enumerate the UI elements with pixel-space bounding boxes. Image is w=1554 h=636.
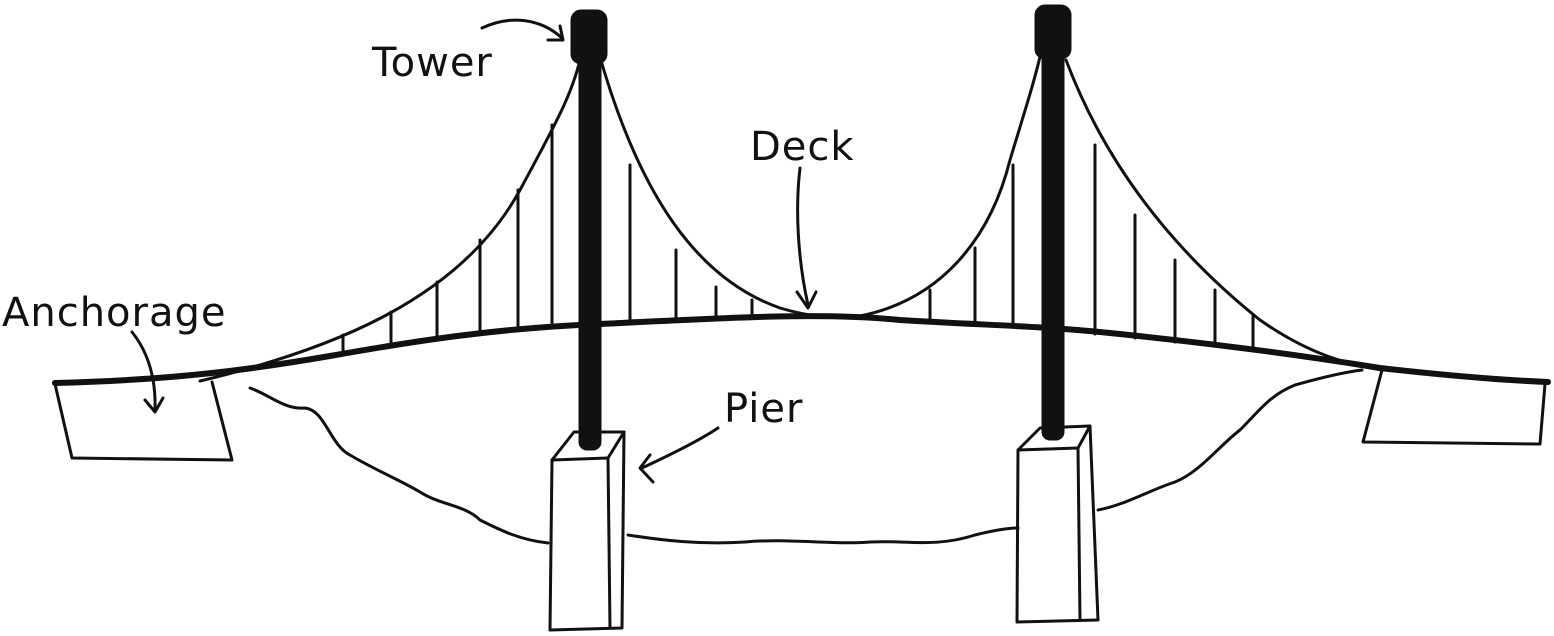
right-tower-shaft bbox=[1041, 51, 1065, 441]
label-tower: Tower bbox=[371, 40, 493, 86]
anchorage-arrow bbox=[130, 330, 157, 412]
right-anchorage-block bbox=[1361, 368, 1547, 446]
left-tower-cap bbox=[570, 9, 608, 65]
left-span-cable-outer bbox=[198, 48, 584, 383]
towers bbox=[570, 4, 1072, 451]
pier-arrowhead bbox=[638, 453, 655, 484]
left-tower-shaft bbox=[578, 57, 602, 451]
left-span-hangers bbox=[341, 123, 554, 354]
pier-arrow bbox=[640, 426, 720, 470]
river-outline bbox=[248, 386, 550, 545]
deck-arrow bbox=[796, 166, 810, 307]
tower-arrowhead bbox=[546, 24, 565, 42]
left-pier bbox=[548, 430, 626, 632]
right-span-cable-outer bbox=[1064, 58, 1384, 372]
right-pier bbox=[1015, 424, 1100, 624]
left-anchorage-block bbox=[53, 380, 234, 462]
river-right-bank bbox=[1096, 368, 1364, 512]
deck bbox=[52, 313, 1551, 386]
label-deck: Deck bbox=[750, 124, 855, 170]
center-span-cable-left bbox=[596, 48, 862, 319]
right-span-hangers bbox=[1093, 143, 1255, 352]
right-tower-cap bbox=[1034, 4, 1072, 60]
center-span-cable-right bbox=[858, 46, 1044, 318]
label-pier: Pier bbox=[724, 386, 803, 432]
river-bottom-line bbox=[626, 526, 1020, 545]
label-anchorage: Anchorage bbox=[2, 290, 227, 336]
deck-arrowhead bbox=[795, 290, 818, 310]
tower-arrow bbox=[480, 18, 564, 40]
center-span-hangers bbox=[628, 163, 1015, 326]
anchorage-arrowhead bbox=[143, 396, 165, 414]
